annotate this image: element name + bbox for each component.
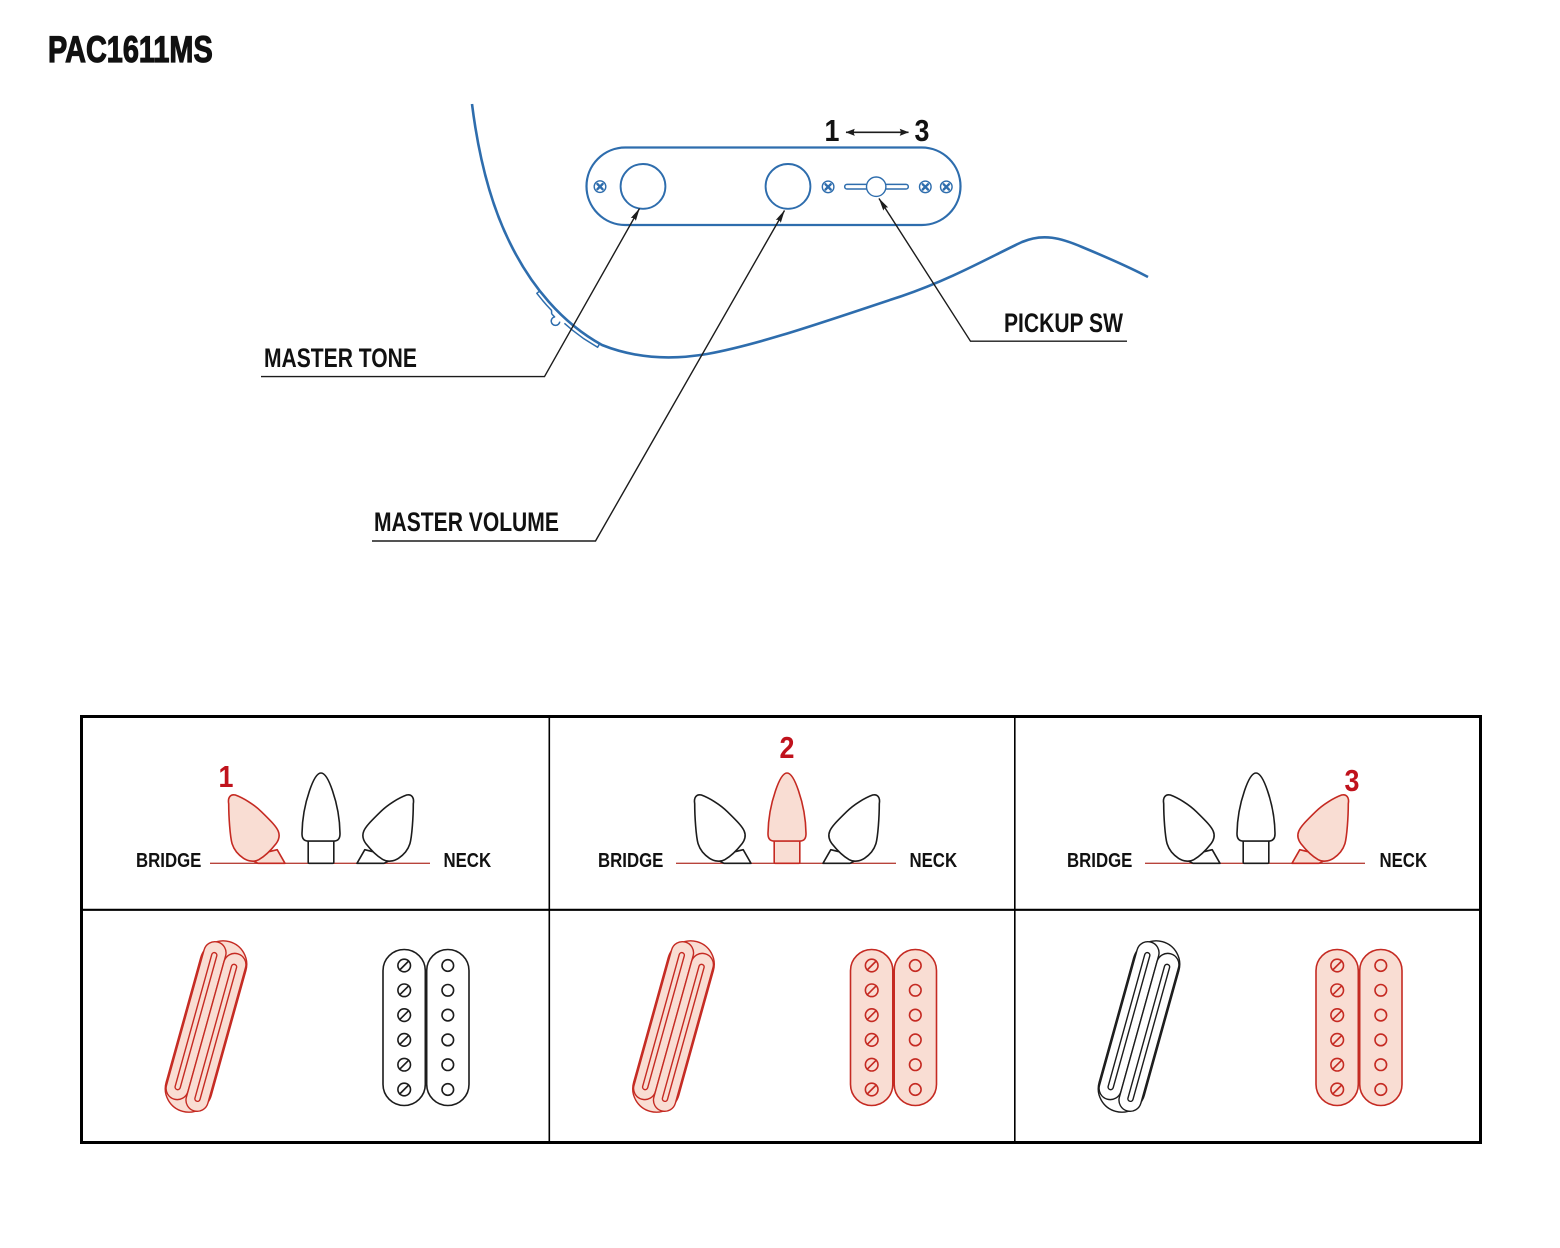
bridge-rail-pickup[interactable] <box>626 934 721 1119</box>
master-volume-hole[interactable] <box>764 163 812 210</box>
bridge-label-2: BRIDGE <box>597 849 663 872</box>
switch-tip-middle[interactable] <box>1236 772 1276 865</box>
switch-tip-bridge[interactable] <box>227 794 286 865</box>
position-number-3: 3 <box>1344 764 1360 798</box>
pickup-sw-label: PICKUP SW <box>1004 308 1123 339</box>
switch-range-from: 1 <box>824 113 840 148</box>
pickup-sw-leader <box>878 197 1127 342</box>
neck-label-2: NECK <box>909 849 958 872</box>
plate-screw-3 <box>918 179 933 194</box>
plate-screw-4 <box>939 179 954 194</box>
switch-tip-bridge[interactable] <box>693 794 752 865</box>
master-tone-label: MASTER TONE <box>264 343 417 374</box>
neck-humbucker-pickup[interactable] <box>382 948 470 1107</box>
switch-tip-middle[interactable] <box>301 772 341 865</box>
selector-table <box>80 715 1482 1144</box>
switch-position-1-diagram <box>210 772 430 865</box>
bridge-rail-pickup[interactable] <box>1092 934 1186 1119</box>
bridge-label-1: BRIDGE <box>136 849 202 872</box>
position-number-2: 2 <box>779 731 795 765</box>
control-plate-outline <box>585 146 962 227</box>
bridge-label-3: BRIDGE <box>1066 849 1132 872</box>
master-tone-hole[interactable] <box>619 163 667 210</box>
switch-tip-neck[interactable] <box>822 794 881 865</box>
plate-screw-1 <box>593 179 607 194</box>
neck-label-1: NECK <box>443 849 492 872</box>
switch-tip-middle[interactable] <box>767 772 807 865</box>
pickup-combo-2 <box>626 934 938 1119</box>
switch-position-2-diagram <box>676 772 896 865</box>
switch-position-3-diagram <box>1145 772 1365 865</box>
master-volume-label: MASTER VOLUME <box>374 507 559 538</box>
pickup-switch-slot[interactable] <box>843 176 910 198</box>
neck-label-3: NECK <box>1379 849 1428 872</box>
bridge-rail-pickup[interactable] <box>159 934 253 1119</box>
plate-screw-2 <box>821 179 836 194</box>
callout-lines <box>261 128 1127 542</box>
control-plate <box>585 146 962 227</box>
switch-range-to: 3 <box>914 113 930 148</box>
master-volume-leader <box>372 209 786 542</box>
pickup-combo-3 <box>1092 934 1403 1119</box>
neck-humbucker-pickup[interactable] <box>849 948 938 1107</box>
table-border <box>80 715 1482 1144</box>
switch-tip-bridge[interactable] <box>1162 794 1221 865</box>
neck-humbucker-pickup[interactable] <box>1315 948 1403 1107</box>
page-title: PAC1611MS <box>48 29 214 70</box>
position-number-1: 1 <box>218 760 234 794</box>
pickup-combo-1 <box>159 934 470 1119</box>
switch-tip-neck[interactable] <box>356 794 415 865</box>
master-tone-leader <box>261 207 641 378</box>
switch-tip-neck[interactable] <box>1291 794 1350 865</box>
